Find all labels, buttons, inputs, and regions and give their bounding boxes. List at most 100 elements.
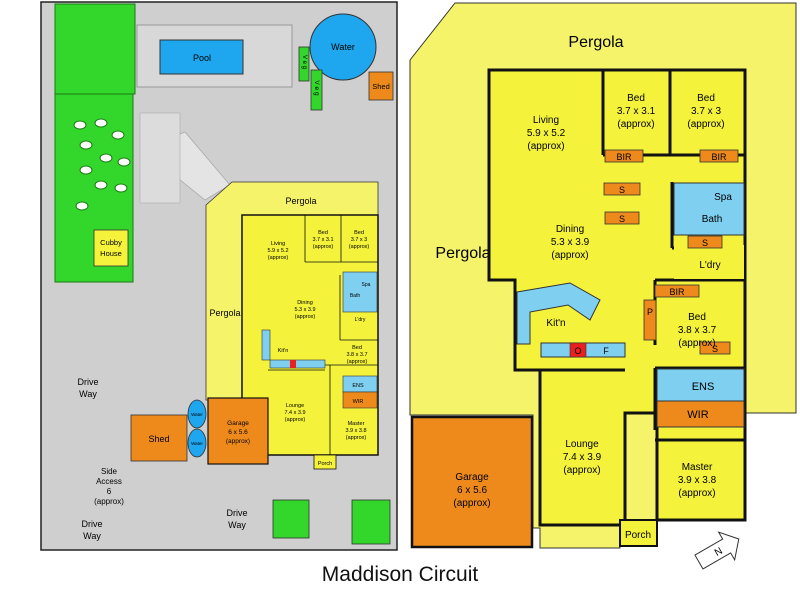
site-plan: Pool Water V e g V e g Shed Cubby House … [40,1,398,551]
oven [569,342,587,358]
cubby-label-2: House [100,249,122,258]
shed-bottom-label: Shed [148,434,169,444]
ensuite-area [656,368,745,402]
site-walls [268,215,378,455]
site-bed2-2: 3.7 x 3.1 [312,237,333,243]
site-bed4-1: Bed [352,345,362,351]
site-wir [342,391,378,409]
site-master-3: (approx) [346,435,367,441]
site-master-2: 3.9 x 3.8 [345,428,366,434]
bir-2-label: BIR [711,152,727,162]
s-4 [699,341,731,355]
wir-label: WIR [687,409,708,421]
site-living-3: (approx) [268,255,289,261]
drive-way-bl-2: Way [83,531,101,541]
s-2-label: S [619,214,625,224]
site-dining-2: 5.3 x 3.9 [294,307,315,313]
bed2-name: Bed [627,93,645,104]
dining-approx: (approx) [551,250,588,261]
pergola-top-label: Pergola [568,34,623,51]
site-bed4-3: (approx) [347,359,368,365]
site-garage-2: 6 x 5.6 [228,429,248,436]
site-dining-3: (approx) [295,314,316,320]
bed3-size: 3.7 x 3 [691,106,721,117]
s-3 [687,235,723,249]
veg-label-2: V e g [313,80,320,96]
master-name: Master [682,462,713,473]
bed2-approx: (approx) [617,119,654,130]
water-tank-1-label: Water [191,412,203,417]
bir-1 [604,149,644,163]
bed3-approx: (approx) [687,119,724,130]
drive-way-bm-1: Drive [226,508,247,518]
living-name: Living [533,115,559,126]
laundry-area [674,245,744,279]
site-kitchen-counter [269,359,326,369]
site-ldry: L'dry [355,317,366,323]
north-arrow: N [694,531,740,570]
oven-label: O [574,346,581,356]
kitchen-label: Kit'n [546,318,565,329]
water-tank-1 [187,399,207,429]
site-lounge-2: 7.4 x 3.9 [284,410,305,416]
spa-bath-area [673,182,745,236]
site-bed2-3: (approx) [313,244,334,250]
living-size: 5.9 x 5.2 [527,128,566,139]
bir-3 [654,284,700,298]
side-access-2: Access [96,477,122,486]
shed-bottom [130,414,188,462]
site-wet-area [342,271,378,313]
floor-plan: Pergola Pergola [409,2,797,570]
site-bed3-3: (approx) [349,244,370,250]
bath-label: Bath [702,214,723,225]
shed-top [368,71,394,101]
water-tank-2-label: Water [191,441,203,446]
water-tank-label: Water [331,42,355,52]
shed-top-label: Shed [372,82,390,91]
site-porch-label: Porch [318,461,332,467]
site-spa: Spa [362,282,371,288]
drive-way-bm-2: Way [228,520,246,530]
site-pergola-left: Pergola [209,308,240,318]
bir-2 [699,149,739,163]
garden-bed-bottom-1 [272,499,310,539]
pantry-label: P [647,307,653,317]
master-size: 3.9 x 3.8 [678,475,717,486]
bir-3-label: BIR [669,287,685,297]
veg-bed-1 [298,46,310,82]
site-ens-label: ENS [352,383,364,389]
path-paving [139,112,181,204]
site-bath: Bath [350,293,361,299]
bed3-name: Bed [697,93,715,104]
site-living-1: Living [271,241,285,247]
bed4-name: Bed [688,312,706,323]
water-tank-round [309,13,377,81]
drive-strip-left [43,290,123,548]
site-lounge-1: Lounge [286,403,304,409]
site-wir-label: WIR [353,399,364,405]
s-1 [603,182,641,196]
bed4-approx: (approx) [678,338,715,349]
bed4-size: 3.8 x 3.7 [678,325,717,336]
lawn-trees [73,118,131,211]
garage-name: Garage [455,472,489,483]
pergola-left-label: Pergola [435,245,490,262]
side-access-1: Side [101,467,118,476]
address-caption: Maddison Circuit [321,563,479,586]
side-access-3: 6 [107,487,112,496]
wir-area [656,400,745,428]
lounge-approx: (approx) [563,465,600,476]
site-bed3-1: Bed [354,230,364,236]
drive-way-left-1: Drive [77,377,98,387]
laundry-label: L'dry [699,260,720,271]
lawn-top-strip [54,3,136,95]
kitchen-island [516,282,601,345]
site-garage-1: Garage [227,420,249,427]
spa-label: Spa [714,192,732,203]
site-bed2-1: Bed [318,230,328,236]
garage-size: 6 x 5.6 [457,485,487,496]
bir-1-label: BIR [616,152,632,162]
dining-size: 5.3 x 3.9 [551,237,590,248]
cubby-house [93,229,129,267]
water-tank-2 [187,428,207,458]
